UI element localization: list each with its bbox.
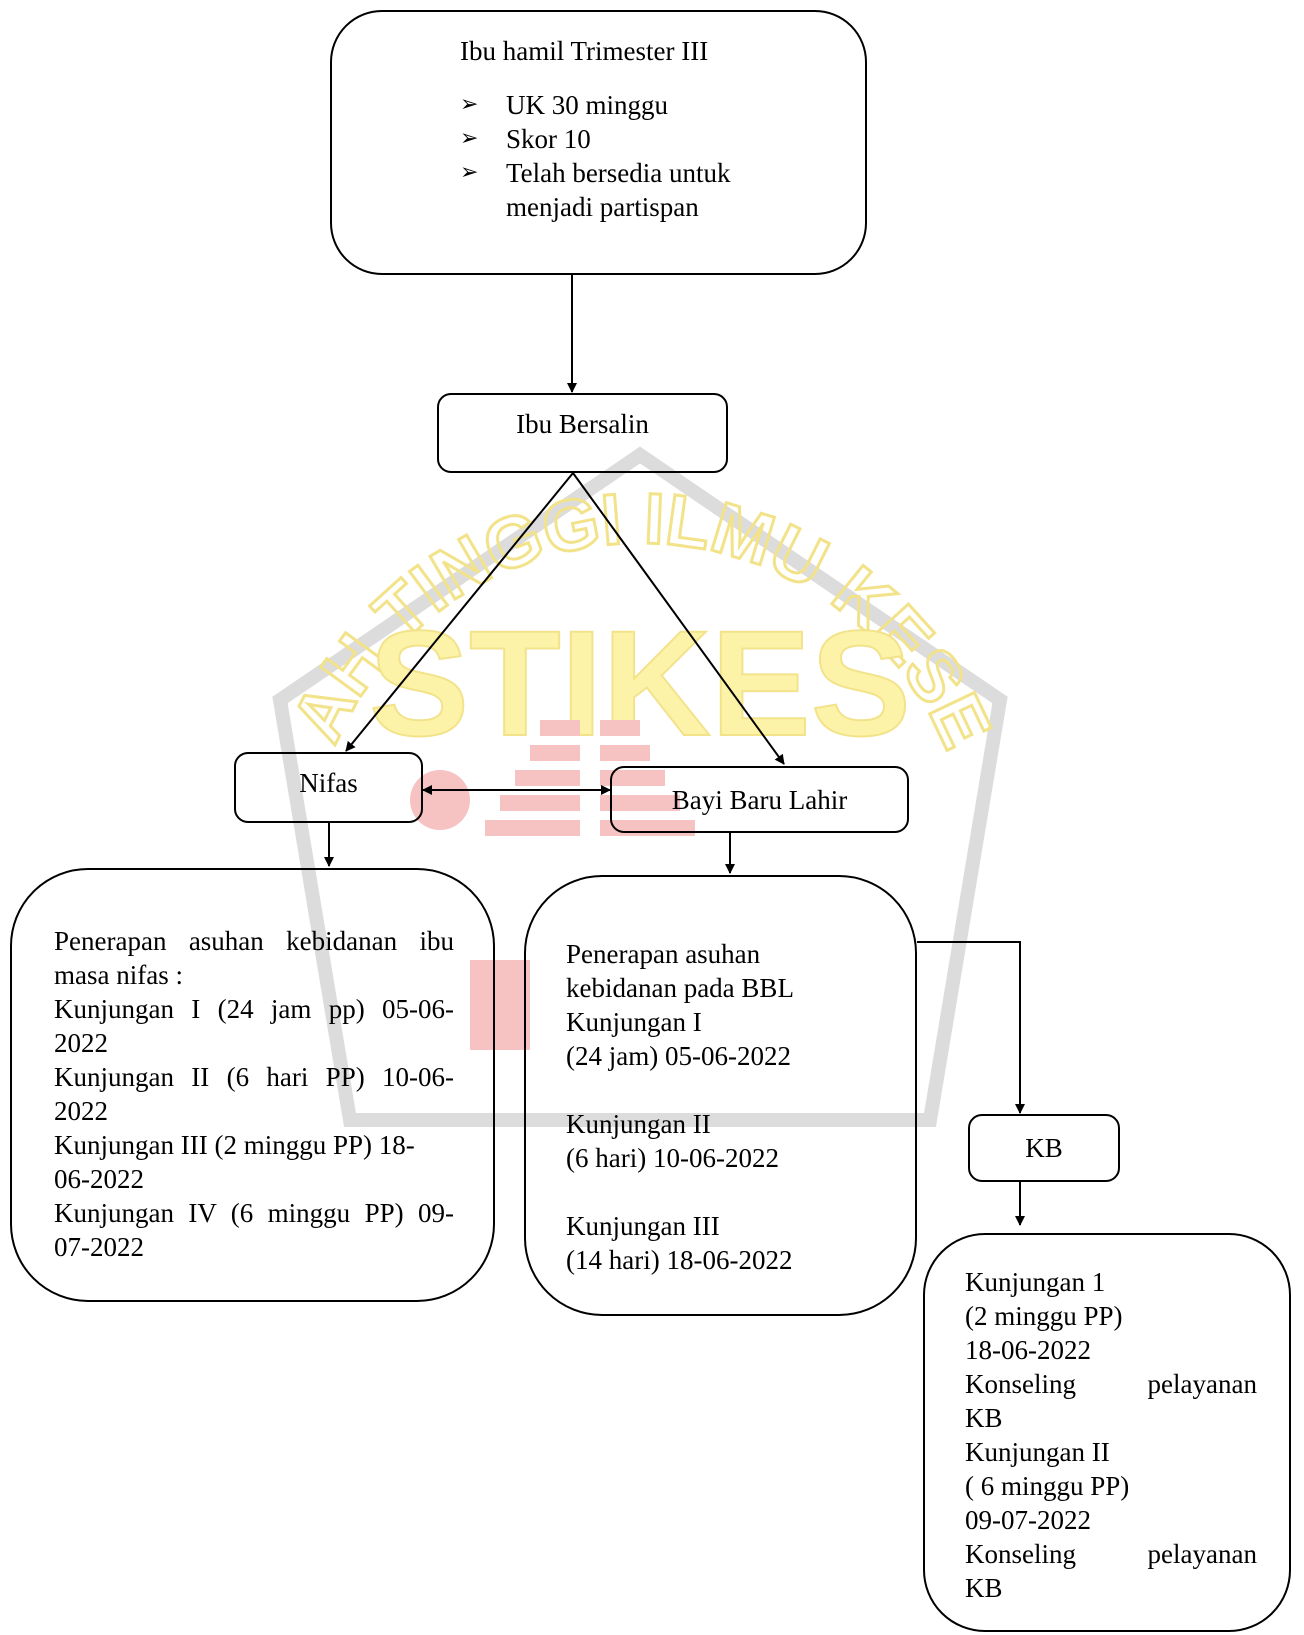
kb-label: KB bbox=[1025, 1133, 1063, 1163]
bbl-detail-line: Kunjungan III bbox=[566, 1211, 720, 1241]
nifas-label: Nifas bbox=[299, 767, 358, 798]
arrow-bersalin-to-nifas bbox=[345, 472, 574, 752]
bbl-detail-line: Kunjungan I bbox=[566, 1007, 702, 1037]
bbl-detail-line: kebidanan pada BBL bbox=[566, 973, 794, 1003]
arrow-bullet-icon: ➢ bbox=[460, 160, 479, 185]
arrow-bbl-detail-to-kb bbox=[917, 941, 1025, 1114]
nifas-detail-line: masa nifas : bbox=[54, 960, 183, 990]
kb-detail-box: Kunjungan 1 (2 minggu PP) 18-06-2022 Kon… bbox=[923, 1233, 1291, 1632]
arrow-bersalin-to-bbl bbox=[572, 472, 785, 765]
nifas-detail-line: Penerapan asuhan kebidanan ibu bbox=[54, 926, 454, 956]
kb-detail-line: Kunjungan 1 bbox=[965, 1267, 1106, 1297]
bbl-box: Bayi Baru Lahir bbox=[610, 766, 909, 833]
pregnant-mother-criteria-list: ➢ UK 30 minggu ➢ Skor 10 ➢ Telah bersedi… bbox=[460, 88, 837, 224]
bbl-detail-line: Kunjungan II bbox=[566, 1109, 711, 1139]
nifas-detail-line: Kunjungan III (2 minggu PP) 18- bbox=[54, 1130, 415, 1160]
nifas-detail-line: 07-2022 bbox=[54, 1232, 144, 1262]
spacer bbox=[566, 1175, 915, 1209]
kb-detail-line: Kunjungan II bbox=[965, 1437, 1110, 1467]
pregnant-mother-box: Ibu hamil Trimester III ➢ UK 30 minggu ➢… bbox=[330, 10, 867, 275]
kb-detail-line: KB bbox=[965, 1573, 1003, 1603]
bbl-detail-line: Penerapan asuhan bbox=[566, 939, 761, 969]
bersalin-label: Ibu Bersalin bbox=[516, 409, 649, 439]
criteria-item: ➢ UK 30 minggu bbox=[460, 90, 668, 120]
nifas-detail-line: Kunjungan I (24 jam pp) 05-06- bbox=[54, 994, 454, 1024]
watermark-pentagon bbox=[272, 446, 1008, 1127]
bbl-detail-line: (14 hari) 18-06-2022 bbox=[566, 1245, 793, 1275]
nifas-detail-line: 2022 bbox=[54, 1096, 108, 1126]
kb-detail-line: (2 minggu PP) bbox=[965, 1301, 1123, 1331]
kb-detail-line: KB bbox=[965, 1403, 1003, 1433]
watermark-red-emblem bbox=[410, 720, 695, 1050]
nifas-detail-line: Kunjungan II (6 hari PP) 10-06- bbox=[54, 1062, 454, 1092]
nifas-detail-line: Kunjungan IV (6 minggu PP) 09- bbox=[54, 1198, 454, 1228]
kb-detail-line: 09-07-2022 bbox=[965, 1505, 1091, 1535]
kb-box: KB bbox=[968, 1114, 1120, 1182]
nifas-detail-line: 2022 bbox=[54, 1028, 108, 1058]
kb-detail-line: ( 6 minggu PP) bbox=[965, 1471, 1130, 1501]
arrow-bullet-icon: ➢ bbox=[460, 92, 479, 117]
bersalin-box: Ibu Bersalin bbox=[437, 393, 728, 473]
kb-detail-line: 18-06-2022 bbox=[965, 1335, 1091, 1365]
bbl-detail-line: (6 hari) 10-06-2022 bbox=[566, 1143, 779, 1173]
nifas-detail-line: 06-2022 bbox=[54, 1164, 144, 1194]
kb-detail-line: Konseling pelayanan bbox=[965, 1369, 1257, 1399]
criteria-item: ➢ Telah bersedia untuk menjadi partispan bbox=[460, 158, 731, 222]
bbl-label: Bayi Baru Lahir bbox=[671, 784, 848, 815]
arrow-bullet-icon: ➢ bbox=[460, 126, 479, 151]
nifas-box: Nifas bbox=[234, 752, 423, 823]
pregnant-mother-title: Ibu hamil Trimester III bbox=[460, 36, 709, 66]
spacer bbox=[566, 1073, 915, 1107]
bbl-detail-line: (24 jam) 05-06-2022 bbox=[566, 1041, 791, 1071]
nifas-care-detail-box: Penerapan asuhan kebidanan ibu masa nifa… bbox=[10, 868, 495, 1302]
criteria-item: ➢ Skor 10 bbox=[460, 124, 591, 154]
bbl-care-detail-box: Penerapan asuhan kebidanan pada BBL Kunj… bbox=[524, 875, 917, 1316]
kb-detail-line: Konseling pelayanan bbox=[965, 1539, 1257, 1569]
watermark-center-text: STIKES bbox=[369, 599, 911, 767]
